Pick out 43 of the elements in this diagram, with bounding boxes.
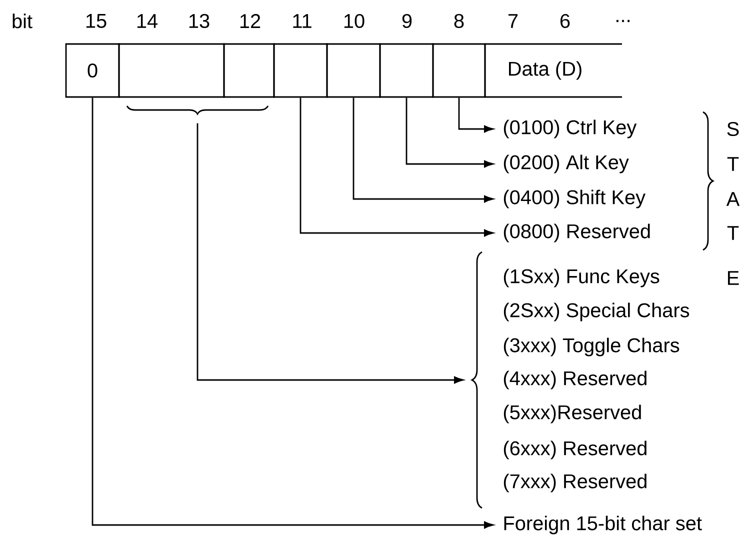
bit-label: ... xyxy=(616,20,630,22)
code-label: (5xxx)Reserved xyxy=(504,404,641,424)
bit-label: T xyxy=(727,226,739,240)
arrow xyxy=(458,98,494,133)
bit-label: A xyxy=(726,192,740,206)
bit-cell xyxy=(118,43,225,98)
bit-label: 14 xyxy=(137,14,158,28)
bit-label: 7 xyxy=(508,14,518,28)
bit-label: 9 xyxy=(402,14,412,28)
arrow xyxy=(300,98,494,237)
bit-label: E xyxy=(728,271,739,285)
bit-cell xyxy=(223,43,275,98)
bit-cell xyxy=(379,43,434,98)
bit-cell xyxy=(273,43,328,98)
bit-label: S xyxy=(727,122,739,136)
arrow xyxy=(196,123,464,384)
code-label: (7xxx) Reserved xyxy=(504,474,646,492)
bit-cell xyxy=(432,43,486,98)
bit-label: 10 xyxy=(344,14,364,28)
bit-label: 12 xyxy=(240,14,260,28)
code-label: Foreign 15-bit char set xyxy=(504,516,702,534)
bit-label: bit xyxy=(12,14,32,28)
bit-cell xyxy=(326,43,381,98)
code-label: (0200) Alt Key xyxy=(504,154,629,174)
bit-cell: 0 xyxy=(65,43,120,98)
arrow xyxy=(92,98,494,529)
bit-label: T xyxy=(727,157,739,171)
bit-label: 15 xyxy=(86,14,106,28)
register-field: Data (D) xyxy=(484,43,623,98)
arrow xyxy=(352,98,494,203)
code-label: (2Sxx) Special Chars xyxy=(504,302,690,322)
code-label: (0100) Ctrl Key xyxy=(504,120,637,138)
code-label: (1Sxx) Func Keys xyxy=(504,268,660,288)
code-label: (0400) Shift Key xyxy=(504,190,646,208)
brace xyxy=(126,106,269,115)
code-label: (0800) Reserved xyxy=(504,224,650,242)
code-label: (3xxx) Toggle Chars xyxy=(504,338,680,356)
bit-label: 11 xyxy=(293,14,312,28)
code-label: (4xxx) Reserved xyxy=(504,370,646,390)
bit-label: 8 xyxy=(454,14,464,28)
bit-label: 13 xyxy=(189,14,210,28)
arrow xyxy=(406,98,494,168)
code-label: (6xxx) Reserved xyxy=(504,440,646,460)
